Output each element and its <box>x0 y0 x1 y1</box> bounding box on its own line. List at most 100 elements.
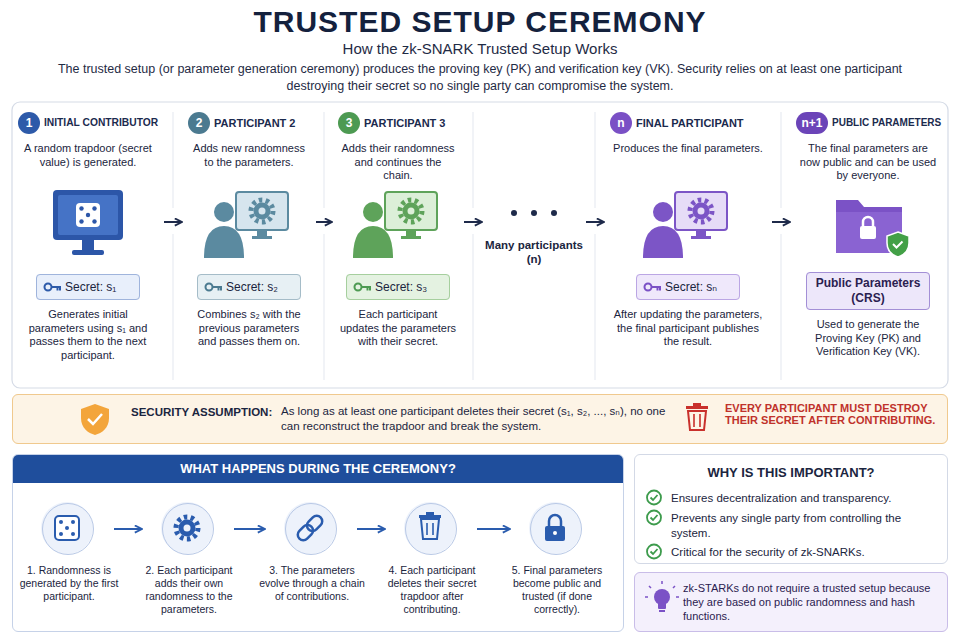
participant-icon <box>251 200 273 222</box>
crs-label: Public Parameters (CRS) <box>807 276 929 306</box>
trash-icon <box>427 523 433 535</box>
check-icon <box>647 511 661 525</box>
lock-icon <box>545 515 565 541</box>
participant-icon <box>214 202 234 222</box>
monitor-dice-icon <box>53 190 123 240</box>
participant-icon <box>353 226 393 258</box>
key-icon <box>45 284 62 291</box>
diagram-title: TRUSTED SETUP CEREMONY <box>0 5 960 39</box>
flow-arrow <box>477 528 510 530</box>
dice-icon <box>59 520 63 524</box>
check-icon <box>647 491 661 559</box>
dice-icon <box>71 520 75 524</box>
key-icon <box>645 284 652 291</box>
column-divider <box>473 112 474 208</box>
column-description: Adds their randomness and continues the … <box>339 142 457 183</box>
link-icon <box>296 523 316 543</box>
trash-icon <box>419 515 441 518</box>
participant-column: FINAL PARTICIPANTProduces the final para… <box>606 108 770 380</box>
step-circle: 1. Randomness is generated by the first … <box>42 503 94 555</box>
participant-icon <box>353 192 437 258</box>
bullet-text: Ensures decentralization and transparenc… <box>671 491 933 506</box>
step-caption: 1. Randomness is generated by the first … <box>13 564 125 603</box>
monitor-dice-icon <box>79 219 83 223</box>
security-band: SECURITY ASSUMPTION:As long as at least … <box>12 394 948 444</box>
key-icon <box>645 284 662 291</box>
step-number-text: 2 <box>188 112 210 134</box>
step-circle-ground <box>284 502 336 554</box>
dice-icon <box>59 532 63 536</box>
flow-arrow <box>234 528 265 530</box>
gear-icon <box>176 517 198 539</box>
trash-icon <box>419 512 441 539</box>
step-circle: 5. Final parameters become public and tr… <box>530 503 582 555</box>
trash-icon <box>694 414 700 427</box>
secret-box: Secret: s₁ <box>36 274 140 300</box>
secret-label: Secret: s₃ <box>347 275 449 299</box>
secret-box-ground <box>36 274 140 300</box>
check-icon <box>651 495 658 500</box>
column-description: A random trapdoor (secret value) is gene… <box>19 142 157 169</box>
monitor-dice-icon <box>92 219 96 223</box>
column-description: Produces the final parameters. <box>611 142 765 156</box>
participant-column: PARTICIPANT 3 Adds their randomness and c… <box>334 108 462 380</box>
step-caption: 2. Each participant adds their own rando… <box>133 564 245 616</box>
participant-icon <box>257 230 267 237</box>
dice-icon <box>55 516 79 540</box>
column-heading: PARTICIPANT 3 <box>364 116 460 130</box>
step-circle-ground <box>41 502 581 554</box>
column-description: Adds new randomness to the parameters. <box>189 142 309 169</box>
secret-label: Secret: s₁ <box>37 275 139 299</box>
step-number: n+1 <box>796 112 828 134</box>
step-caption: 4. Each participant deletes their secret… <box>376 564 488 616</box>
secret-box: Secret: s₂ <box>197 274 301 300</box>
check-icon <box>647 491 661 505</box>
ellipsis-dots <box>531 210 537 216</box>
dice-icon <box>65 526 69 530</box>
shield-icon <box>81 404 109 435</box>
monitor-dice-icon <box>82 240 94 250</box>
shield-icon <box>81 404 109 435</box>
participant-icon <box>252 236 272 239</box>
step-caption: 5. Final parameters become public and tr… <box>501 564 613 616</box>
bullet-text: Critical for the security of zk-SNARKs. <box>671 545 933 560</box>
monitor-dice-icon <box>58 195 118 235</box>
secret-box-ground <box>36 272 930 310</box>
step-number: 1 <box>18 112 40 134</box>
secret-box-ground <box>636 274 740 300</box>
folder-lock-icon <box>887 232 909 257</box>
monitor-dice-icon <box>72 250 104 255</box>
step-circle-ground <box>41 502 93 554</box>
secret-box-ground <box>346 274 450 300</box>
participant-icon <box>363 202 383 222</box>
column-divider <box>173 234 174 380</box>
stage-panel <box>12 102 948 388</box>
secret-label: Secret: sₙ <box>637 275 739 299</box>
shield-icon <box>88 414 102 424</box>
step-number: n <box>610 112 632 134</box>
column-heading: INITIAL CONTRIBUTOR <box>44 116 160 130</box>
secret-box: Secret: sₙ <box>636 274 740 300</box>
dice-icon <box>71 532 75 536</box>
folder-lock-icon <box>860 226 876 239</box>
participant-icon <box>401 236 421 239</box>
subtitle: How the zk-SNARK Trusted Setup Works <box>0 40 960 58</box>
participant-icon <box>696 230 706 237</box>
participant-icon <box>385 192 437 230</box>
step-number-text: 3 <box>338 112 360 134</box>
trash-icon <box>686 406 708 409</box>
lock-icon <box>549 515 561 526</box>
step-circle: 3. The parameters evolve through a chain… <box>285 503 337 555</box>
check-icon <box>651 515 658 520</box>
participant-icon <box>691 236 711 239</box>
step-circle-ground <box>529 502 581 554</box>
trash-icon <box>693 403 701 406</box>
column-detail: After updating the parameters, the final… <box>611 308 765 349</box>
participant-icon <box>259 208 266 215</box>
column-heading: PUBLIC PARAMETERS <box>832 116 942 130</box>
trash-icon <box>686 403 708 430</box>
participant-icon <box>643 192 727 258</box>
